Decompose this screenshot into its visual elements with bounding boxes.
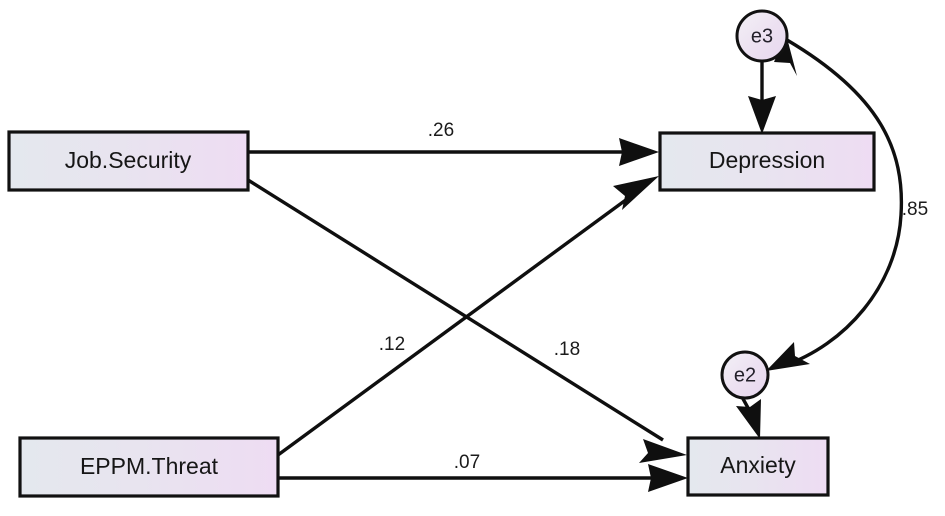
coefficient-e3-e2-correlation: .85: [902, 199, 928, 220]
node-e2[interactable]: e2: [720, 350, 770, 400]
edge-e3-e2-covariance: [766, 34, 904, 371]
edge-e3-to-depression: [748, 62, 776, 134]
e3-label: e3: [751, 25, 773, 47]
e2-circle[interactable]: [720, 350, 770, 400]
node-job-security[interactable]: Job.Security: [7, 130, 250, 192]
eppm-threat-label: EPPM.Threat: [80, 453, 219, 479]
node-e3[interactable]: e3: [735, 9, 789, 63]
coefficient-job-security-anxiety: .18: [554, 339, 580, 360]
node-eppm-threat[interactable]: EPPM.Threat: [18, 436, 280, 498]
anxiety-label: Anxiety: [720, 452, 796, 478]
depression-box[interactable]: [658, 131, 876, 192]
depression-label: Depression: [709, 147, 825, 173]
e3-circle[interactable]: [735, 9, 789, 63]
edge-e2-to-anxiety: [736, 396, 761, 439]
coefficient-eppm-threat-depression: .12: [379, 334, 405, 355]
edge-job-security-to-depression: [248, 138, 659, 166]
eppm-threat-box[interactable]: [18, 436, 280, 498]
job-security-label: Job.Security: [65, 147, 192, 173]
coefficient-job-security-depression: .26: [428, 120, 454, 141]
node-anxiety[interactable]: Anxiety: [686, 436, 830, 497]
anxiety-box[interactable]: [686, 436, 830, 497]
coefficient-eppm-threat-anxiety: .07: [454, 452, 480, 473]
e2-label: e2: [734, 364, 756, 386]
node-depression[interactable]: Depression: [658, 131, 876, 192]
edge-eppm-threat-to-anxiety: [278, 464, 688, 492]
job-security-box[interactable]: [7, 130, 250, 192]
edge-job-security-to-anxiety: [247, 178, 687, 463]
edge-eppm-threat-to-depression: [276, 176, 659, 457]
